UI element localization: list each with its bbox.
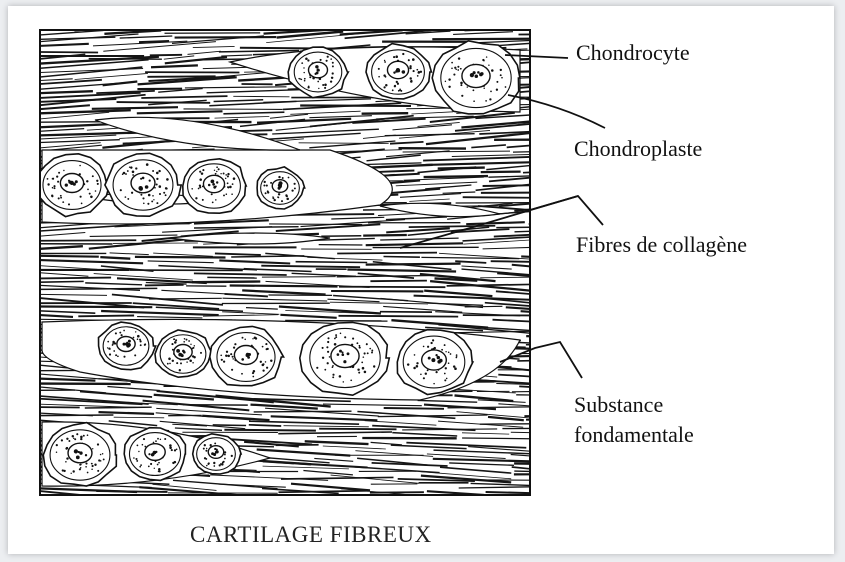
collagen-fiber	[40, 288, 157, 289]
collagen-fiber	[517, 359, 617, 361]
collagen-fiber	[321, 236, 361, 237]
chondrocyte-cell	[397, 330, 473, 395]
collagen-fiber	[175, 37, 277, 38]
collagen-fiber	[40, 240, 136, 241]
collagen-fiber	[230, 286, 338, 287]
chondrocyte-cell	[124, 428, 185, 481]
collagen-fiber	[96, 491, 167, 492]
collagen-fiber	[529, 221, 568, 224]
collagen-fiber	[40, 415, 113, 416]
collagen-fiber	[363, 235, 407, 236]
collagen-fiber	[40, 496, 132, 499]
collagen-fiber	[262, 277, 336, 278]
collagen-fiber	[269, 224, 362, 225]
label-chondrocyte: Chondrocyte	[576, 40, 690, 66]
collagen-fiber	[149, 298, 222, 299]
collagen-fiber	[406, 496, 521, 502]
collagen-fiber	[259, 496, 311, 499]
label-fibres-collagene: Fibres de collagène	[576, 232, 747, 258]
collagen-fiber	[514, 474, 603, 475]
collagen-fiber	[337, 253, 437, 254]
figure-caption: CARTILAGE FIBREUX	[190, 522, 432, 548]
collagen-fiber	[249, 27, 343, 30]
label-chondroplaste: Chondroplaste	[574, 136, 702, 162]
collagen-fiber	[481, 172, 521, 173]
collagen-fiber	[296, 262, 368, 263]
collagen-fiber	[145, 285, 184, 286]
collagen-fiber	[276, 445, 319, 446]
collagen-fiber	[319, 429, 396, 430]
collagen-fiber	[224, 430, 316, 431]
collagen-fiber	[465, 306, 503, 307]
collagen-fiber	[432, 39, 545, 40]
collagen-fiber	[192, 282, 260, 283]
collagen-fiber	[366, 264, 461, 265]
collagen-fiber	[184, 109, 283, 110]
label-substance: Substance	[574, 392, 663, 418]
chondrocyte-cell	[183, 159, 246, 213]
collagen-fiber	[117, 102, 211, 103]
collagen-fiber	[339, 287, 445, 288]
collagen-fiber	[362, 113, 409, 114]
collagen-fiber	[150, 55, 182, 56]
collagen-fiber	[135, 496, 225, 503]
collagen-fiber	[254, 411, 352, 412]
collagen-fiber	[480, 424, 565, 425]
collagen-fiber	[370, 281, 427, 282]
collagen-fiber	[496, 227, 551, 228]
collagen-fiber	[228, 497, 258, 498]
collagen-fiber	[40, 52, 98, 53]
collagen-fiber	[233, 96, 289, 97]
collagen-fiber	[463, 315, 576, 316]
collagen-fiber	[370, 492, 424, 493]
collagen-fiber	[40, 307, 152, 308]
collagen-fiber	[285, 321, 387, 322]
collagen-fiber	[384, 408, 444, 409]
collagen-fiber	[78, 316, 134, 317]
collagen-fiber	[135, 257, 226, 258]
collagen-fiber	[213, 425, 246, 426]
collagen-fiber	[100, 257, 130, 259]
label-fondamentale: fondamentale	[574, 422, 694, 448]
collagen-fiber	[85, 407, 152, 408]
collagen-fiber	[480, 277, 529, 278]
collagen-fiber	[315, 496, 403, 501]
collagen-fiber	[40, 281, 84, 282]
collagen-fiber	[463, 197, 580, 198]
collagen-fiber	[40, 278, 111, 279]
collagen-fiber	[526, 336, 626, 341]
collagen-fiber	[40, 256, 99, 257]
collagen-fiber	[339, 316, 459, 317]
collagen-fiber	[207, 277, 256, 278]
collagen-fiber	[522, 497, 601, 499]
collagen-fiber	[384, 257, 420, 258]
collagen-fiber	[448, 407, 530, 408]
collagen-fiber	[523, 169, 607, 173]
collagen-fiber	[249, 425, 281, 426]
collagen-fiber	[456, 203, 562, 204]
collagen-fiber	[346, 28, 459, 29]
